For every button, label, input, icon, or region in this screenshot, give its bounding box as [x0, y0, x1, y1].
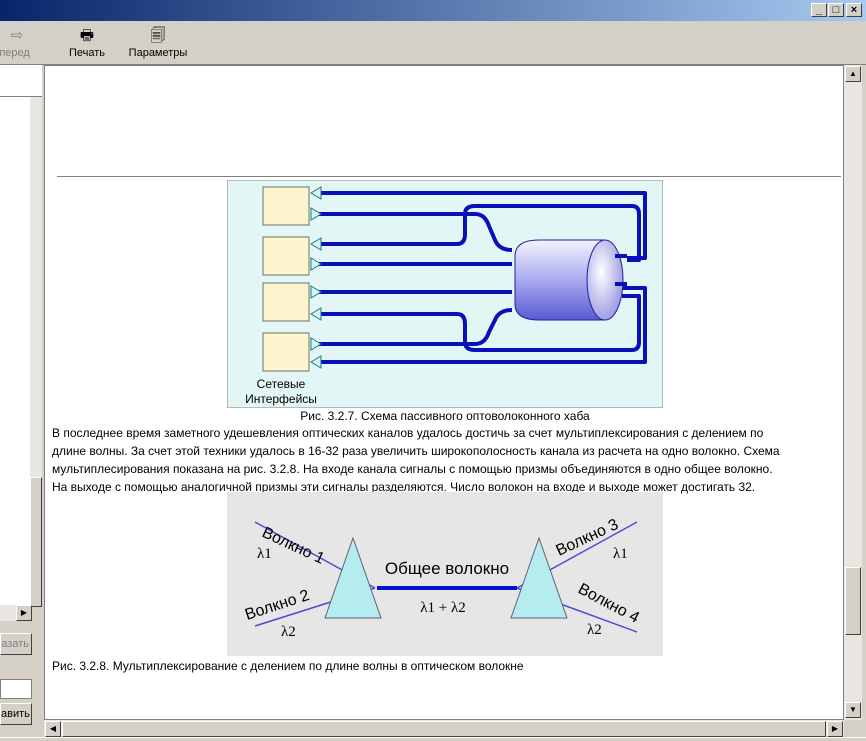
body-paragraph: В последнее время заметного удешевления … [52, 424, 842, 496]
toolbar: ⇨ Вперед 🖶 Печать 🗐 Параметры [0, 21, 866, 65]
fiber-line [319, 212, 513, 252]
options-label: Параметры [128, 47, 188, 59]
show-button[interactable]: азать [0, 633, 32, 655]
figure2-caption: Рис. 3.2.8. Мультиплексирование с делени… [52, 659, 524, 673]
output-prism [510, 536, 568, 619]
forward-button[interactable]: ⇨ Вперед [0, 21, 34, 63]
content-hscroll[interactable]: ◀ ▶ [44, 720, 844, 738]
rx-connector-icon [310, 186, 322, 200]
horizontal-rule [57, 176, 841, 177]
figure1-caption: Рис. 3.2.7. Схема пассивного оптоволокон… [300, 409, 590, 423]
print-label: Печать [68, 47, 106, 59]
passive-hub-diagram: Сетевые Интерфейсы [227, 180, 663, 408]
minimize-button[interactable]: _ [811, 3, 827, 17]
scroll-right-button[interactable]: ▶ [827, 721, 843, 737]
interface-box [262, 282, 310, 322]
interfaces-label-line2: Интерфейсы [245, 392, 317, 406]
options-button[interactable]: 🗐 Параметры [125, 21, 191, 63]
fiber-line [319, 294, 641, 352]
fiber-line [319, 286, 647, 364]
content-area: Сетевые Интерфейсы Рис. 3.2.7. Схема пас… [44, 65, 844, 720]
content-vscroll[interactable]: ▲ ▼ [844, 65, 862, 720]
fiber-line [319, 204, 641, 262]
diagram-background [227, 492, 663, 656]
close-button[interactable]: × [846, 3, 862, 17]
paragraph-line: На выходе с помощью аналогичной призмы э… [52, 480, 756, 494]
interface-box [262, 332, 310, 372]
left-pane-scroll-thumb[interactable] [30, 477, 42, 607]
common-fiber-label: Общее волокно [385, 559, 509, 578]
tx-connector-icon [310, 207, 322, 221]
paragraph-line: мультиплесирования показана на рис. 3.2.… [52, 462, 773, 476]
left-pane-list[interactable] [0, 97, 30, 607]
connectors [310, 186, 322, 369]
left-pane-header [0, 65, 42, 97]
lambda1-left-label: λ1 [257, 546, 272, 562]
left-pane-scroll-right-button[interactable]: ▶ [16, 605, 32, 621]
interfaces-label-line1: Сетевые [257, 377, 306, 391]
options-icon: 🗐 [150, 27, 166, 44]
scroll-up-button[interactable]: ▲ [845, 66, 861, 82]
lambda1-right-label: λ1 [613, 546, 628, 562]
rx-connector-icon [310, 355, 322, 369]
status-bar [0, 737, 866, 741]
rx-connector-icon [310, 237, 322, 251]
fiber-lines [319, 191, 647, 364]
search-input[interactable] [0, 679, 32, 699]
scroll-down-button[interactable]: ▼ [845, 702, 861, 718]
tx-connector-icon [310, 257, 322, 271]
interface-box [262, 186, 310, 226]
maximize-button[interactable]: □ [828, 3, 844, 17]
vscroll-thumb[interactable] [845, 567, 861, 635]
rx-connector-icon [310, 307, 322, 321]
cylinder-cap [586, 239, 624, 321]
network-interfaces [262, 186, 310, 372]
hscroll-thumb[interactable] [62, 721, 826, 737]
hub-cylinder [514, 239, 627, 321]
title-bar [0, 0, 866, 21]
tx-connector-icon [310, 337, 322, 351]
lambda-sum-label: λ1 + λ2 [420, 600, 466, 616]
tx-connector-icon [310, 285, 322, 299]
lambda2-right-label: λ2 [587, 622, 602, 638]
forward-arrow-icon: ⇨ [10, 27, 24, 44]
interface-box [262, 236, 310, 276]
forward-label: Вперед [0, 47, 30, 59]
left-pane: ▶ азать авить [0, 65, 42, 740]
add-button[interactable]: авить [0, 703, 32, 725]
scroll-corner [844, 720, 862, 738]
fiber-line [319, 308, 513, 346]
scroll-left-button[interactable]: ◀ [45, 721, 61, 737]
print-button[interactable]: 🖶 Печать [64, 21, 110, 63]
paragraph-line: длине волны. За счет этой техники удалос… [52, 444, 780, 458]
lambda2-left-label: λ2 [281, 624, 296, 640]
paragraph-line: В последнее время заметного удешевления … [52, 426, 764, 440]
wdm-diagram: Волкно 1 Волкно 2 Волкно 3 Волкно 4 Обще… [227, 492, 663, 656]
printer-icon: 🖶 [79, 27, 95, 44]
left-pane-vscroll[interactable] [30, 97, 42, 607]
input-prism [324, 536, 382, 619]
